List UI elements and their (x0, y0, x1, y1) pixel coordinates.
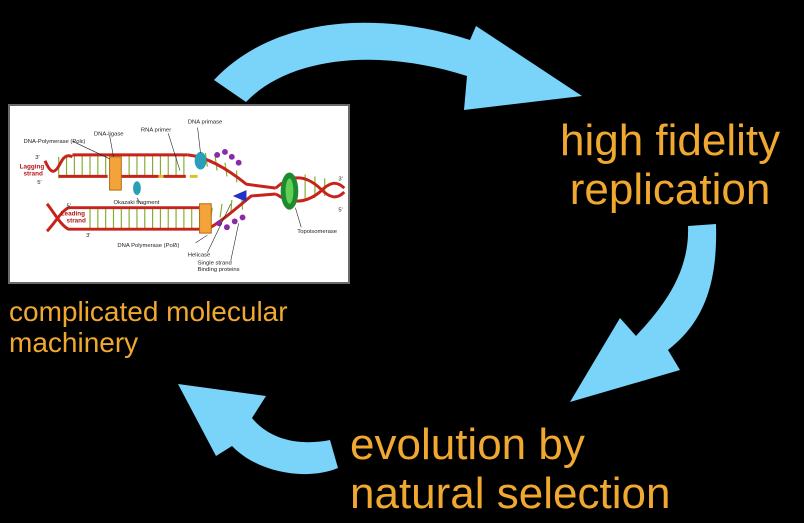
label-dna-primase: DNA primase (188, 120, 223, 126)
label-end-3-leading: 3' (86, 233, 90, 239)
stage-machinery-label: complicated molecular machinery (9, 296, 288, 359)
stage-replication-label: high fidelity replication (560, 116, 780, 215)
label-end-5-left: 5' (37, 180, 41, 186)
label-end-5-right: 5' (338, 208, 342, 214)
label-leading-strand-1: Leading (61, 211, 85, 218)
dna-replication-figure: DNA primase RNA primer DNA-ligase DNA-Po… (8, 104, 350, 284)
label-ssb-1: Single strand (198, 260, 232, 266)
stage-machinery-line1: complicated molecular (9, 296, 288, 327)
label-rna-primer: RNA primer (141, 127, 171, 133)
label-dna-polymerase-delta: DNA Polymerase (Polδ) (117, 243, 179, 249)
arrow-to-evolution (570, 224, 717, 402)
stage-replication-line2: replication (569, 165, 771, 215)
stage-replication-line1: high fidelity (560, 116, 781, 165)
label-topoisomerase: Topoisomerase (297, 229, 337, 235)
stage-evolution-line2: natural selection (350, 469, 671, 519)
stage-machinery-line2: machinery (9, 327, 139, 359)
label-dna-polymerase-epsilon: DNA-Polymerase (Polε) (24, 139, 86, 145)
stage-evolution-line1: evolution by (350, 420, 585, 469)
stage-evolution-label: evolution by natural selection (350, 420, 670, 519)
label-helicase: Helicase (188, 253, 210, 259)
arrow-to-machinery (178, 384, 338, 475)
label-lagging-strand-2: strand (24, 170, 44, 177)
arrow-to-replication (214, 22, 582, 110)
label-end-3-left: 3' (35, 155, 39, 161)
label-leading-strand-2: strand (67, 217, 87, 224)
label-dna-ligase: DNA-ligase (94, 131, 124, 137)
label-end-5-leading: 5' (67, 204, 71, 210)
label-end-3-right: 3' (338, 176, 342, 182)
label-ssb-2: Binding proteins (198, 267, 240, 273)
label-lagging-strand-1: Lagging (20, 164, 45, 171)
label-okazaki-fragment: Okazaki fragment (113, 200, 159, 206)
